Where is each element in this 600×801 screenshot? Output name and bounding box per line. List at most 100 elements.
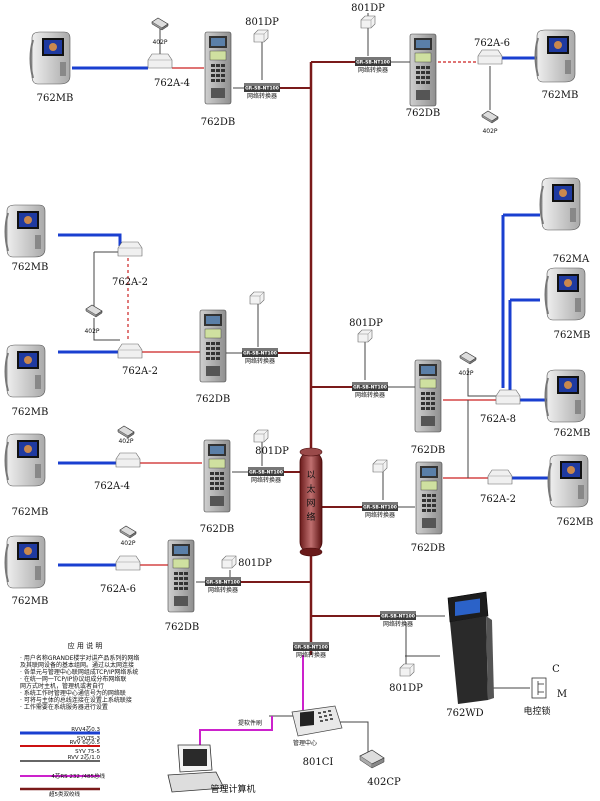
indoor-monitor-icon: [544, 267, 586, 321]
management-kiosk-icon: [447, 591, 494, 704]
door-station-label: 762DB: [165, 622, 199, 633]
indoor-monitor-icon: [544, 369, 586, 423]
network-switch-label: 网络转换器: [365, 511, 395, 519]
indoor-monitor-label: 762MB: [542, 90, 579, 101]
decoder-icon: [249, 291, 265, 305]
decoder-icon: [360, 15, 376, 29]
power-supply-label: 402P: [120, 540, 135, 547]
management-kiosk-label: 762WD: [446, 708, 483, 719]
power-supply-label: 402P: [152, 39, 167, 46]
wire-rvv2: [93, 318, 120, 341]
electric-lock-icon: [531, 677, 547, 699]
notes-line: · 各单元与管理中心联网组成TCP/IP网络系统: [20, 668, 138, 676]
power-supply-label: 402CP: [367, 777, 401, 788]
wire-rvv2: [338, 721, 369, 755]
wire-rs485: [199, 716, 273, 745]
notes-title: 应 用 说 明: [68, 641, 103, 650]
network-switch-model: GR-SB-NT100: [243, 351, 277, 357]
network-switch-label: 网络转换器: [355, 391, 385, 399]
power-supply-icon: [481, 110, 499, 124]
distributor-label: 762A-4: [94, 481, 130, 492]
distributor-label: 762A-2: [480, 494, 516, 505]
distributor-label: 762A-8: [480, 414, 516, 425]
distributor-icon: [117, 241, 143, 257]
door-station-label: 762DB: [200, 524, 234, 535]
decoder-label: 801DP: [255, 446, 289, 457]
ethernet-char-3: 网: [306, 498, 315, 509]
legend-text: 4芯RS 232 /485总线: [51, 772, 105, 780]
decoder-icon: [221, 555, 237, 569]
wires: [58, 13, 548, 755]
management-computer-icon: [167, 744, 225, 793]
distributor-icon: [487, 469, 513, 485]
decoder-icon: [253, 429, 269, 443]
door-station-icon: [414, 359, 442, 433]
decoder-icon: [357, 329, 373, 343]
application-notes: 应 用 说 明 · 用户名称GRANDE楼宇对讲产品系列的网络 及其联网设备的基…: [20, 641, 139, 711]
network-switch-model: GR-SB-NT100: [249, 470, 283, 476]
legend-text: SYV75-3: [77, 736, 101, 742]
management-console-label: 801CI: [303, 757, 334, 768]
distributor-label: 762A-6: [100, 584, 136, 595]
door-station-icon: [167, 539, 195, 613]
distributor-icon: [495, 389, 521, 405]
door-station-label: 762DB: [411, 543, 445, 554]
decoder-icon: [399, 663, 415, 677]
devices: 762MB402P762A-4762DB801DPGR-SB-NT100网络转换…: [4, 3, 594, 795]
ethernet-char-4: 络: [306, 511, 315, 523]
network-switch-label: 网络转换器: [208, 586, 238, 594]
indoor-monitor-icon: [29, 31, 71, 85]
legend-text: SYV 75-5: [75, 749, 100, 755]
power-supply-icon: [85, 304, 103, 318]
network-switch-model: GR-SB-NT100: [353, 385, 387, 391]
indoor-monitor-icon: [4, 204, 46, 258]
decoder-label: 801DP: [389, 683, 423, 694]
ethernet-char-2: 太: [306, 483, 315, 495]
indoor-monitor-icon: [4, 344, 46, 398]
wire-rvv4: [58, 233, 122, 246]
network-switch-label: 网络转换器: [251, 476, 281, 484]
power-supply-icon: [359, 749, 385, 769]
management-center-label: 管理中心: [293, 739, 317, 747]
distributor-icon: [115, 555, 141, 571]
distributor-label: 762A-2: [122, 366, 158, 377]
indoor-monitor-label: 762MB: [554, 428, 591, 439]
electric-lock-label: 电控锁: [523, 705, 550, 717]
indoor-monitor-label: 762MB: [12, 407, 49, 418]
indoor-monitor-label: 762MB: [12, 507, 49, 518]
notes-line: · 在统一网一TCP/IP协议组成分布网络联: [20, 675, 126, 683]
network-switch-label: 网络转换器: [358, 66, 388, 74]
decoder-label: 801DP: [238, 558, 272, 569]
notes-line: 及其联网设备的基本组网。通过以太网连接: [20, 661, 134, 669]
power-supply-icon: [151, 17, 169, 31]
door-station-label: 762DB: [196, 394, 230, 405]
legend-text: RVV 2芯/1.0: [68, 753, 101, 761]
indoor-monitor-label: 762MA: [553, 254, 590, 265]
lock-terminal-m: M: [557, 689, 567, 700]
distributor-icon: [115, 452, 141, 468]
software-label: 提软件刷: [238, 719, 262, 727]
notes-line: · 可将与主体的总线连接在设置上系统联接: [20, 696, 132, 704]
distributor-label: 762A-2: [112, 277, 148, 288]
door-station-icon: [203, 439, 231, 513]
legend-text: 超5类双绞线: [49, 790, 80, 798]
cable-legend: RVV4芯0.3 SYV75-3 RVV 6芯0.5 SYV 75-5 RVV …: [20, 725, 105, 798]
indoor-monitor-icon: [534, 29, 576, 83]
power-supply-label: 402P: [118, 438, 133, 445]
power-supply-label: 402P: [458, 370, 473, 377]
network-switch-label: 网络转换器: [383, 620, 413, 628]
door-station-label: 762DB: [201, 117, 235, 128]
door-station-label: 762DB: [411, 445, 445, 456]
indoor-monitor-label: 762MB: [557, 517, 594, 528]
network-switch-label: 网络转换器: [296, 651, 326, 659]
network-switch-model: GR-SB-NT100: [356, 60, 390, 66]
network-switch-model: GR-SB-NT100: [245, 86, 279, 92]
notes-line: 网方式时主机，管理机或者自行: [20, 682, 104, 690]
door-station-icon: [204, 31, 232, 105]
ethernet-backbone-tube: 以 太 网 络: [299, 447, 323, 557]
decoder-label: 801DP: [351, 3, 385, 14]
door-station-icon: [415, 461, 443, 535]
door-station-icon: [199, 309, 227, 383]
door-station-label: 762DB: [406, 108, 440, 119]
